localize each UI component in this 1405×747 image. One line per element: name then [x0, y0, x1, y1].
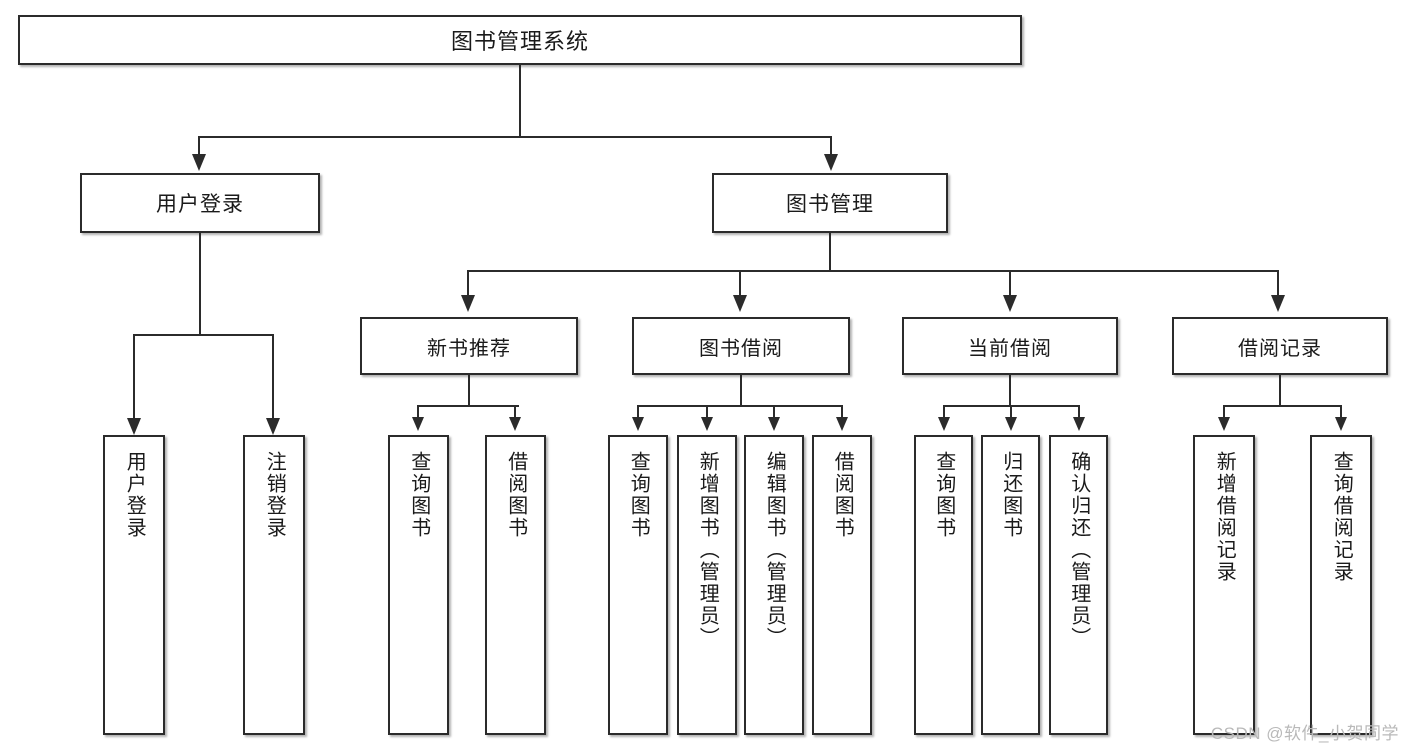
arrowhead-leaf-logout [266, 418, 280, 435]
leaf-query-borrow-record[interactable]: 查询借阅记录 [1310, 435, 1372, 735]
connector-user-login-stem [199, 233, 201, 335]
leaf-label: 编辑图书（管理员） [763, 451, 786, 649]
leaf-label: 借阅图书 [831, 451, 854, 539]
node-label: 借阅记录 [1238, 337, 1322, 360]
arrowhead-leaf-query-book-3 [938, 417, 950, 431]
arrowhead-leaf-return-book [1005, 417, 1017, 431]
connector-current-borrow-drop-1 [943, 405, 945, 419]
connector-root-bus [198, 136, 832, 138]
connector-borrow-record-drop-1 [1223, 405, 1225, 419]
arrowhead-leaf-add-book [701, 417, 713, 431]
connector-current-borrow-drop-3 [1078, 405, 1080, 419]
connector-book-manage-bus [467, 270, 1279, 272]
leaf-label: 查询借阅记录 [1330, 451, 1353, 583]
leaf-borrow-book[interactable]: 借阅图书 [812, 435, 872, 735]
arrowhead-current-borrow [1003, 295, 1017, 312]
leaf-label: 确认归还（管理员） [1067, 451, 1090, 649]
node-book-management[interactable]: 图书管理 [712, 173, 948, 233]
connector-borrow-record-stem [1279, 375, 1281, 406]
node-borrow-record[interactable]: 借阅记录 [1172, 317, 1388, 375]
leaf-add-borrow-record[interactable]: 新增借阅记录 [1193, 435, 1255, 735]
node-current-borrow[interactable]: 当前借阅 [902, 317, 1118, 375]
connector-book-manage-drop-4 [1277, 270, 1279, 297]
node-label: 图书管理 [786, 193, 874, 216]
arrowhead-user-login [192, 154, 206, 171]
connector-new-book-drop-1 [417, 405, 419, 419]
arrowhead-leaf-add-record [1218, 417, 1230, 431]
connector-book-borrow-stem [740, 375, 742, 406]
leaf-edit-book-admin[interactable]: 编辑图书（管理员） [744, 435, 804, 735]
connector-book-borrow-drop-4 [841, 405, 843, 419]
connector-borrow-record-drop-2 [1340, 405, 1342, 419]
connector-root-to-book-manage [830, 136, 832, 156]
arrowhead-leaf-confirm-return [1073, 417, 1085, 431]
arrowhead-book-manage [824, 154, 838, 171]
leaf-label: 查询图书 [627, 451, 650, 539]
leaf-label: 查询图书 [932, 451, 955, 539]
node-label: 新书推荐 [427, 337, 511, 360]
arrowhead-borrow-record [1271, 295, 1285, 312]
arrowhead-leaf-query-book-1 [412, 417, 424, 431]
connector-new-book-drop-2 [514, 405, 516, 419]
connector-new-book-stem [468, 375, 470, 406]
arrowhead-leaf-user-login [127, 418, 141, 435]
arrowhead-leaf-borrow-book-1 [509, 417, 521, 431]
leaf-query-book-current[interactable]: 查询图书 [914, 435, 973, 735]
leaf-query-book-borrow[interactable]: 查询图书 [608, 435, 668, 735]
node-root-system[interactable]: 图书管理系统 [18, 15, 1022, 65]
connector-borrow-record-bus [1223, 405, 1341, 407]
arrowhead-leaf-query-book-2 [632, 417, 644, 431]
leaf-label: 注销登录 [263, 451, 286, 539]
node-label: 用户登录 [156, 193, 244, 216]
leaf-label: 归还图书 [999, 451, 1022, 539]
leaf-logout[interactable]: 注销登录 [243, 435, 305, 735]
node-book-borrow[interactable]: 图书借阅 [632, 317, 850, 375]
connector-book-manage-drop-1 [467, 270, 469, 297]
connector-current-borrow-stem [1009, 375, 1011, 406]
arrowhead-leaf-edit-book [768, 417, 780, 431]
node-label: 图书管理系统 [450, 29, 589, 54]
leaf-add-book-admin[interactable]: 新增图书（管理员） [677, 435, 737, 735]
connector-book-manage-stem [829, 233, 831, 271]
arrowhead-new-book-rec [461, 295, 475, 312]
arrowhead-leaf-query-record [1335, 417, 1347, 431]
leaf-user-login[interactable]: 用户登录 [103, 435, 165, 735]
arrowhead-leaf-borrow-book-2 [836, 417, 848, 431]
connector-user-login-drop-1 [133, 334, 135, 420]
leaf-query-book-new[interactable]: 查询图书 [388, 435, 449, 735]
connector-new-book-bus [417, 405, 519, 407]
leaf-confirm-return-admin[interactable]: 确认归还（管理员） [1049, 435, 1108, 735]
leaf-label: 新增借阅记录 [1213, 451, 1236, 583]
arrowhead-book-borrow [733, 295, 747, 312]
connector-user-login-drop-2 [272, 334, 274, 420]
node-user-login[interactable]: 用户登录 [80, 173, 320, 233]
connector-book-borrow-drop-3 [773, 405, 775, 419]
connector-root-stem [519, 65, 521, 137]
leaf-label: 新增图书（管理员） [696, 451, 719, 649]
connector-book-manage-drop-3 [1009, 270, 1011, 297]
leaf-label: 用户登录 [123, 451, 146, 539]
connector-root-to-user-login [198, 136, 200, 156]
node-label: 图书借阅 [699, 337, 783, 360]
connector-book-manage-drop-2 [739, 270, 741, 297]
leaf-return-book[interactable]: 归还图书 [981, 435, 1040, 735]
connector-book-borrow-drop-1 [637, 405, 639, 419]
node-new-book-recommend[interactable]: 新书推荐 [360, 317, 578, 375]
connector-user-login-bus [133, 334, 274, 336]
connector-book-borrow-drop-2 [706, 405, 708, 419]
leaf-label: 查询图书 [407, 451, 430, 539]
leaf-borrow-book-new[interactable]: 借阅图书 [485, 435, 546, 735]
node-label: 当前借阅 [968, 337, 1052, 360]
leaf-label: 借阅图书 [504, 451, 527, 539]
connector-current-borrow-drop-2 [1010, 405, 1012, 419]
connector-book-borrow-bus [637, 405, 843, 407]
